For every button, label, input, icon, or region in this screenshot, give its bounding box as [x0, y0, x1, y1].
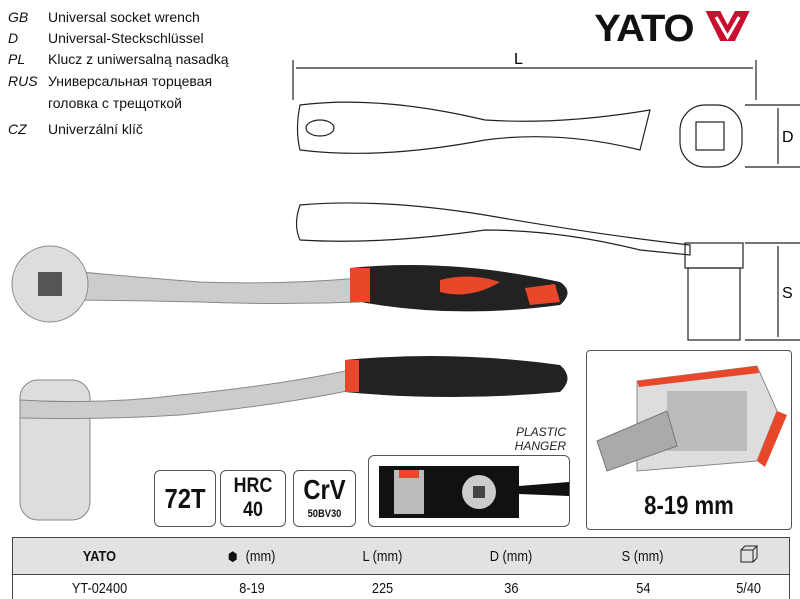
spec-table: YATO ⬢ (mm) L (mm) D (mm) S (mm) YT-0240… — [12, 537, 790, 599]
yato-logo: YATO — [594, 8, 752, 51]
header-s: S (mm) — [577, 537, 709, 575]
hanger-label: PLASTIC HANGER — [514, 425, 566, 453]
socket-detail-image — [596, 365, 787, 472]
size-range: 8-19 mm — [644, 490, 734, 520]
header-package — [708, 537, 790, 575]
header-l: L (mm) — [319, 537, 445, 575]
cell-package: 5/40 — [736, 579, 762, 597]
wrench-photo-straight — [11, 245, 568, 323]
cell-s: 54 — [635, 579, 651, 597]
yato-emblem-icon — [705, 11, 750, 41]
table-header-row: YATO ⬢ (mm) L (mm) D (mm) S (mm) — [12, 537, 790, 575]
hanger-photo — [368, 455, 570, 527]
package-box-icon — [740, 545, 758, 563]
badge-teeth: 72T — [154, 470, 216, 527]
dim-l-label: L — [514, 51, 523, 68]
socket-detail-box: 8-19 mm — [586, 350, 792, 530]
header-brand: YATO — [12, 537, 186, 575]
cell-size: 8-19 — [239, 579, 266, 597]
hex-socket-icon: ⬢ — [227, 548, 238, 564]
header-size: ⬢ (mm) — [185, 537, 320, 575]
cell-d: 36 — [504, 579, 519, 597]
cell-l: 225 — [371, 579, 393, 597]
cell-code: YT-02400 — [71, 579, 127, 597]
dim-d-label: D — [782, 129, 794, 146]
header-d: D (mm) — [444, 537, 578, 575]
table-row: YT-02400 8-19 225 36 54 5/40 — [13, 575, 790, 599]
dim-s-label: S — [782, 285, 793, 302]
hanger-image — [379, 466, 569, 518]
